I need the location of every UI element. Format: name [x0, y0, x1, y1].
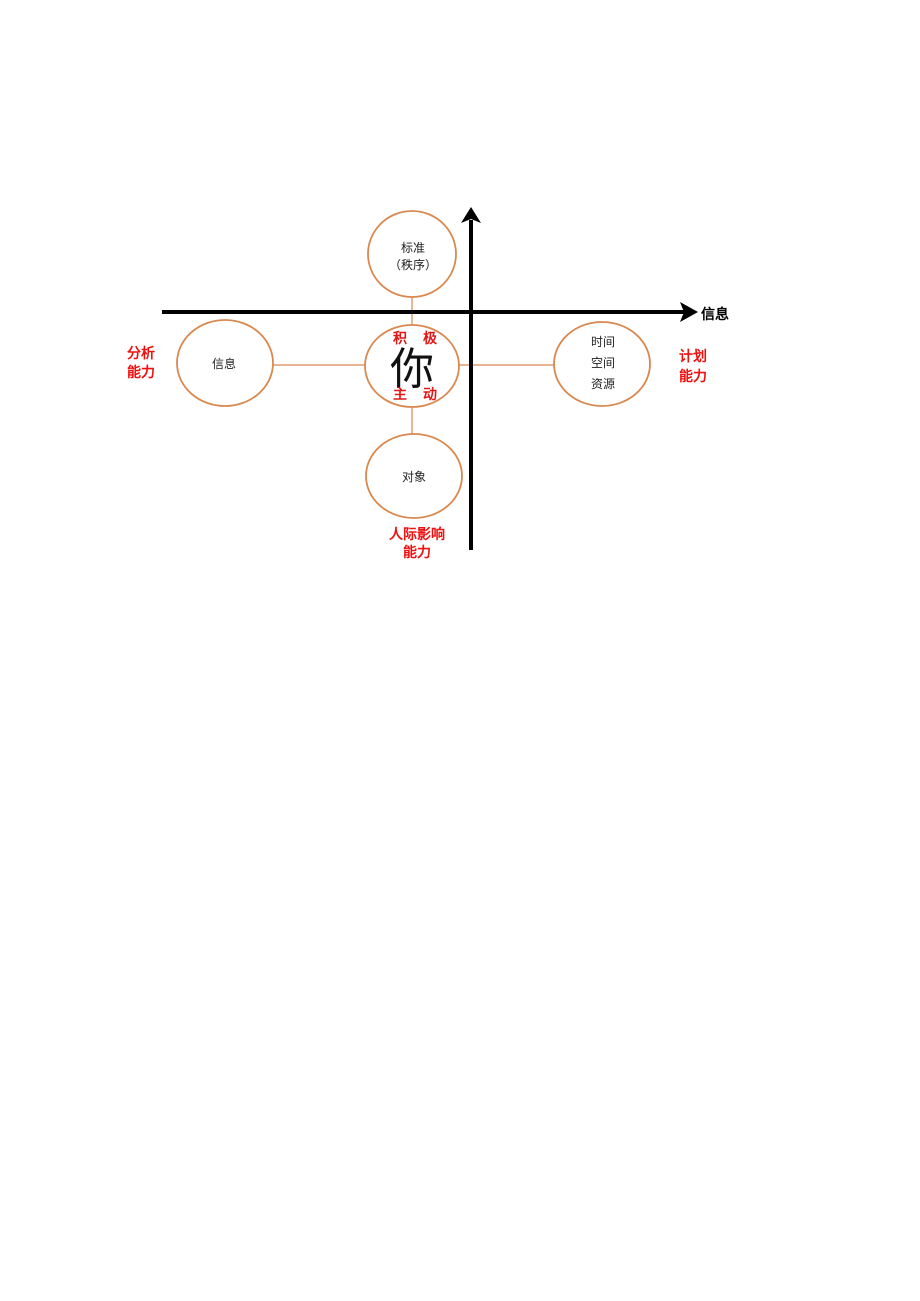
- left-side-label-line1: 分析: [127, 345, 155, 362]
- center-bottom-left-char: 主: [393, 386, 407, 403]
- left-side-label-line2: 能力: [127, 364, 155, 381]
- center-top-left-char: 积: [393, 330, 407, 347]
- right-side-label-line2: 能力: [679, 368, 707, 385]
- left-circle-label: 信息: [212, 356, 236, 371]
- top-circle: [367, 210, 457, 298]
- bottom-circle: [365, 433, 463, 519]
- center-circle: [364, 324, 460, 408]
- left-circle: [176, 319, 274, 407]
- center-main-char: 你: [390, 344, 434, 395]
- right-side-label-line1: 计划: [679, 348, 707, 365]
- right-circle-line1: 时间: [591, 335, 615, 349]
- center-bottom-right-char: 动: [423, 386, 437, 403]
- bottom-side-label-line1: 人际影响: [389, 526, 445, 543]
- bottom-side-label-line2: 能力: [403, 544, 431, 561]
- right-circle-line2: 空间: [591, 356, 615, 370]
- right-circle: [553, 321, 651, 407]
- bottom-circle-label: 对象: [402, 470, 426, 484]
- top-circle-line1: 标准: [401, 241, 425, 255]
- top-circle-line2: （秩序）: [389, 257, 437, 272]
- x-axis-label: 信息: [701, 306, 729, 323]
- center-top-right-char: 极: [423, 330, 438, 347]
- x-axis-arrowhead: [680, 302, 698, 322]
- y-axis-arrowhead: [461, 207, 481, 223]
- right-circle-line3: 资源: [591, 377, 615, 391]
